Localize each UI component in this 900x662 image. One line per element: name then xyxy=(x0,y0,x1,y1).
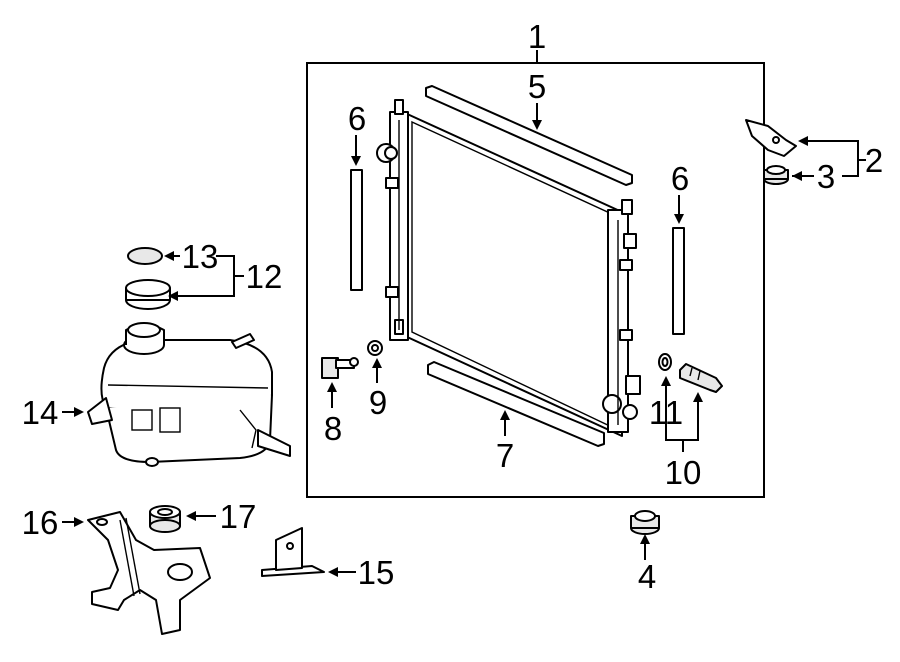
cushion-4 xyxy=(630,510,660,535)
reservoir-cap xyxy=(125,279,171,310)
reservoir-tank xyxy=(87,322,291,467)
radiator-core xyxy=(376,99,641,437)
callout-17: 17 xyxy=(220,498,257,535)
o-ring-11 xyxy=(658,353,672,371)
callout-15: 15 xyxy=(358,554,395,591)
callout-11: 11 xyxy=(649,394,683,431)
o-ring-9 xyxy=(367,340,383,356)
reservoir-bracket xyxy=(87,511,211,635)
side-seal-right xyxy=(672,227,685,335)
cushion-3 xyxy=(763,165,789,185)
callout-2: 2 xyxy=(865,142,883,179)
callout-3: 3 xyxy=(817,158,835,195)
bracket-2 xyxy=(745,119,797,157)
callout-12: 12 xyxy=(246,258,283,295)
callout-9: 9 xyxy=(369,384,387,421)
cap-seal xyxy=(127,247,163,265)
callout-7: 7 xyxy=(496,437,514,474)
upper-seal xyxy=(425,85,633,186)
callout-4: 4 xyxy=(638,558,656,595)
side-seal-left xyxy=(350,169,363,291)
radiator-assembly-frame xyxy=(306,62,765,498)
callout-8: 8 xyxy=(324,410,342,447)
drain-plug xyxy=(321,357,359,379)
grommet-17 xyxy=(149,505,181,533)
callout-1: 1 xyxy=(528,18,546,55)
drain-cock xyxy=(679,363,723,393)
callout-6-right: 6 xyxy=(671,160,689,197)
callout-16: 16 xyxy=(22,504,59,541)
callout-13: 13 xyxy=(182,238,219,275)
callout-14: 14 xyxy=(22,394,59,431)
leader-lines xyxy=(62,50,866,577)
lower-seal xyxy=(427,361,605,447)
callout-6-left: 6 xyxy=(348,100,366,137)
callout-10: 10 xyxy=(665,454,702,491)
callout-5: 5 xyxy=(528,68,546,105)
